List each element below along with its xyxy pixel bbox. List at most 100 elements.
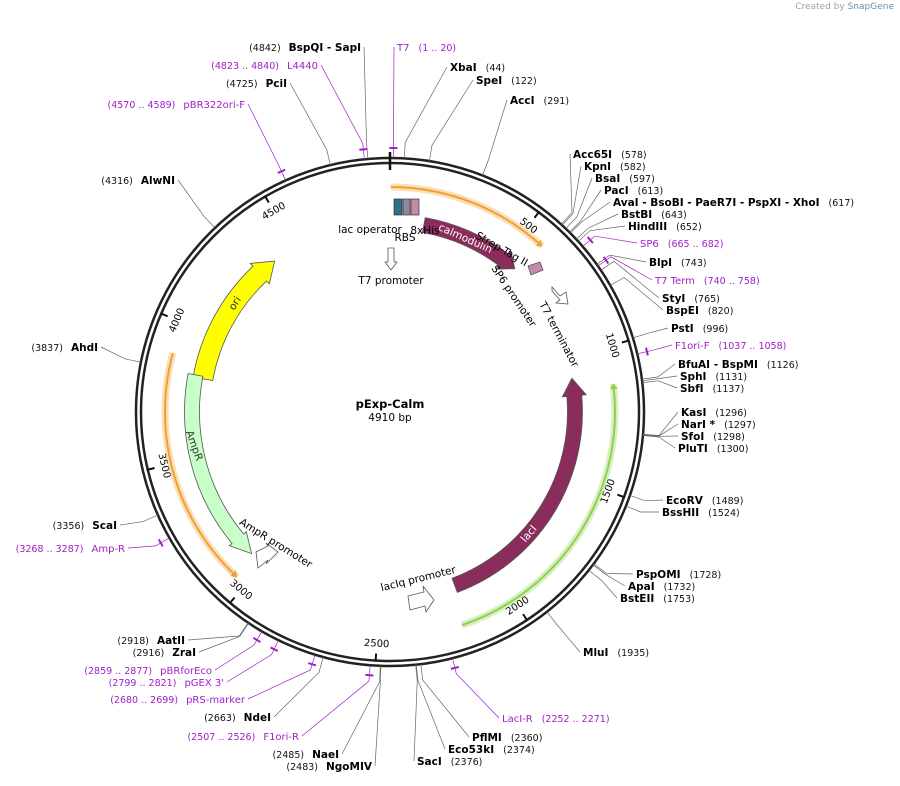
- enzyme-name: MluI: [583, 647, 608, 659]
- primer-binding-mark: [365, 673, 374, 677]
- primer-site-amp-r[interactable]: Amp-R(3268 .. 3287): [16, 544, 125, 555]
- primer-site-pbrforeco[interactable]: pBRforEco(2859 .. 2877): [84, 666, 212, 677]
- feature-laci: [451, 377, 588, 593]
- enzyme-site-pflmi[interactable]: PflMI(2360): [472, 732, 542, 744]
- primer-leader: [452, 658, 500, 719]
- primer-name: pGEX 3': [184, 678, 224, 689]
- enzyme-site-pcii[interactable]: PciI(4725): [226, 78, 287, 90]
- enzyme-site-pspomi[interactable]: PspOMI(1728): [636, 569, 721, 581]
- primer-site-t7-term[interactable]: T7 Term(740 .. 758): [654, 276, 760, 287]
- enzyme-leader: [588, 569, 618, 599]
- enzyme-site-hindiii[interactable]: HindIII(652): [628, 221, 702, 233]
- enzyme-site-ahdi[interactable]: AhdI(3837): [31, 342, 98, 354]
- enzyme-site-xbai[interactable]: XbaI(44): [450, 62, 505, 74]
- enzyme-site-bsshii[interactable]: BssHII(1524): [662, 507, 740, 519]
- primer-site-t7[interactable]: T7(1 .. 20): [396, 43, 456, 54]
- primer-position: (2680 .. 2699): [110, 695, 178, 706]
- enzyme-site-kasi[interactable]: KasI(1296): [681, 407, 747, 419]
- enzyme-position: (2918): [117, 636, 149, 647]
- enzyme-position: (4725): [226, 79, 258, 90]
- enzyme-name: BstBI: [621, 209, 652, 221]
- enzyme-site-bspei[interactable]: BspEI(820): [666, 305, 733, 317]
- primer-site-l4440[interactable]: L4440(4823 .. 4840): [211, 61, 318, 72]
- enzyme-position: (578): [621, 150, 647, 161]
- primer-name: Amp-R: [92, 544, 126, 555]
- enzyme-site-bsai[interactable]: BsaI(597): [595, 173, 655, 185]
- enzyme-leader: [592, 564, 626, 587]
- tick-label: 3000: [227, 578, 254, 603]
- primer-site-laci-r[interactable]: LacI-R(2252 .. 2271): [502, 714, 610, 725]
- enzyme-name: HindIII: [628, 221, 667, 233]
- enzyme-name: PluTI: [678, 443, 708, 455]
- enzyme-name: SacI: [417, 756, 442, 768]
- enzyme-site-aatii[interactable]: AatII(2918): [117, 635, 185, 647]
- enzyme-leader: [415, 664, 446, 750]
- primer-leader: [392, 46, 395, 159]
- enzyme-site-ngomiv[interactable]: NgoMIV(2483): [286, 761, 372, 773]
- orf-orf-right-head: [609, 384, 618, 390]
- enzyme-site-avai-bsobi-paer7i-pspxi-xhoi[interactable]: AvaI - BsoBI - PaeR7I - PspXI - XhoI(617…: [613, 197, 854, 209]
- enzyme-site-spei[interactable]: SpeI(122): [476, 75, 537, 87]
- enzyme-site-bfuai-bspmi[interactable]: BfuAI - BspMI(1126): [678, 359, 798, 371]
- enzyme-site-zrai[interactable]: ZraI(2916): [133, 647, 196, 659]
- enzyme-position: (4316): [101, 176, 133, 187]
- primer-site-prs-marker[interactable]: pRS-marker(2680 .. 2699): [110, 695, 246, 706]
- lac-operator-label: lac operator: [338, 224, 402, 236]
- enzyme-name: BlpI: [649, 257, 672, 269]
- enzyme-site-alwni[interactable]: AlwNI (4316): [101, 175, 175, 187]
- enzyme-position: (1298): [713, 432, 745, 443]
- enzyme-leader: [177, 179, 216, 229]
- enzyme-site-kpni[interactable]: KpnI(582): [584, 161, 646, 173]
- enzyme-site-acci[interactable]: AccI(291): [510, 95, 569, 107]
- enzyme-site-sbfi[interactable]: SbfI (1137): [680, 383, 744, 395]
- feature-ori: [192, 260, 276, 381]
- enzyme-name: SbfI: [680, 383, 704, 395]
- enzyme-site-ecorv[interactable]: EcoRV(1489): [666, 495, 743, 507]
- enzyme-leader: [642, 434, 679, 437]
- enzyme-site-acc65i[interactable]: Acc65I (578): [573, 149, 647, 161]
- primer-position: (1037 .. 1058): [718, 341, 786, 352]
- enzyme-position: (1489): [712, 496, 744, 507]
- primer-site-f1ori-r[interactable]: F1ori-R(2507 .. 2526): [187, 732, 299, 743]
- enzyme-position: (1300): [717, 444, 749, 455]
- primer-site-f1ori-f[interactable]: F1ori-F(1037 .. 1058): [675, 341, 786, 352]
- enzyme-site-eco53ki[interactable]: Eco53kI(2374): [448, 744, 535, 756]
- enzyme-site-paci[interactable]: PacI(613): [604, 185, 663, 197]
- primer-position: (2859 .. 2877): [84, 666, 152, 677]
- enzyme-site-mlui[interactable]: MluI(1935): [583, 647, 649, 659]
- snapgene-watermark: Created by SnapGene: [795, 2, 894, 12]
- enzyme-site-saci[interactable]: SacI(2376): [417, 756, 482, 768]
- orf-orf-left-head: [230, 570, 237, 577]
- enzyme-name: SfoI: [681, 431, 704, 443]
- enzyme-site-bspqi-sapi[interactable]: BspQI - SapI(4842): [249, 42, 361, 54]
- enzyme-name: Acc65I: [573, 149, 612, 161]
- enzyme-site-sphi[interactable]: SphI(1131): [680, 371, 747, 383]
- enzyme-site-scai[interactable]: ScaI(3356): [53, 520, 117, 532]
- enzyme-site-styi[interactable]: StyI(765): [662, 293, 720, 305]
- enzyme-site-naei[interactable]: NaeI(2485): [273, 749, 340, 761]
- primer-site-pbr322ori-f[interactable]: pBR322ori-F(4570 .. 4589): [108, 100, 246, 111]
- enzyme-site-blpi[interactable]: BlpI(743): [649, 257, 707, 269]
- enzyme-site-bstbi[interactable]: BstBI(643): [621, 209, 687, 221]
- enzyme-position: (1137): [713, 384, 745, 395]
- primer-name: T7 Term: [654, 276, 695, 287]
- enzyme-site-bsteii[interactable]: BstEII(1753): [620, 593, 695, 605]
- enzyme-site-psti[interactable]: PstI(996): [671, 323, 728, 335]
- enzyme-position: (582): [620, 162, 646, 173]
- enzyme-site-pluti[interactable]: PluTI (1300): [678, 443, 748, 455]
- enzyme-site-ndei[interactable]: NdeI(2663): [204, 712, 271, 724]
- primer-site-sp6[interactable]: SP6(665 .. 682): [640, 239, 724, 250]
- primer-site-pgex-3[interactable]: pGEX 3'(2799 .. 2821): [109, 678, 224, 689]
- enzyme-name: BssHII: [662, 507, 699, 519]
- enzyme-position: (2485): [273, 750, 305, 761]
- laciq-promoter-arrow: [407, 585, 435, 614]
- enzyme-position: (2663): [204, 713, 236, 724]
- enzyme-site-apai[interactable]: ApaI(1732): [628, 581, 695, 593]
- enzyme-site-nari[interactable]: NarI *(1297): [681, 419, 756, 431]
- enzyme-name: AlwNI: [141, 175, 175, 187]
- primer-position: (1 .. 20): [418, 43, 456, 54]
- enzyme-site-sfoi[interactable]: SfoI (1298): [681, 431, 745, 443]
- primer-binding-mark: [359, 147, 368, 151]
- primer-position: (665 .. 682): [668, 239, 724, 250]
